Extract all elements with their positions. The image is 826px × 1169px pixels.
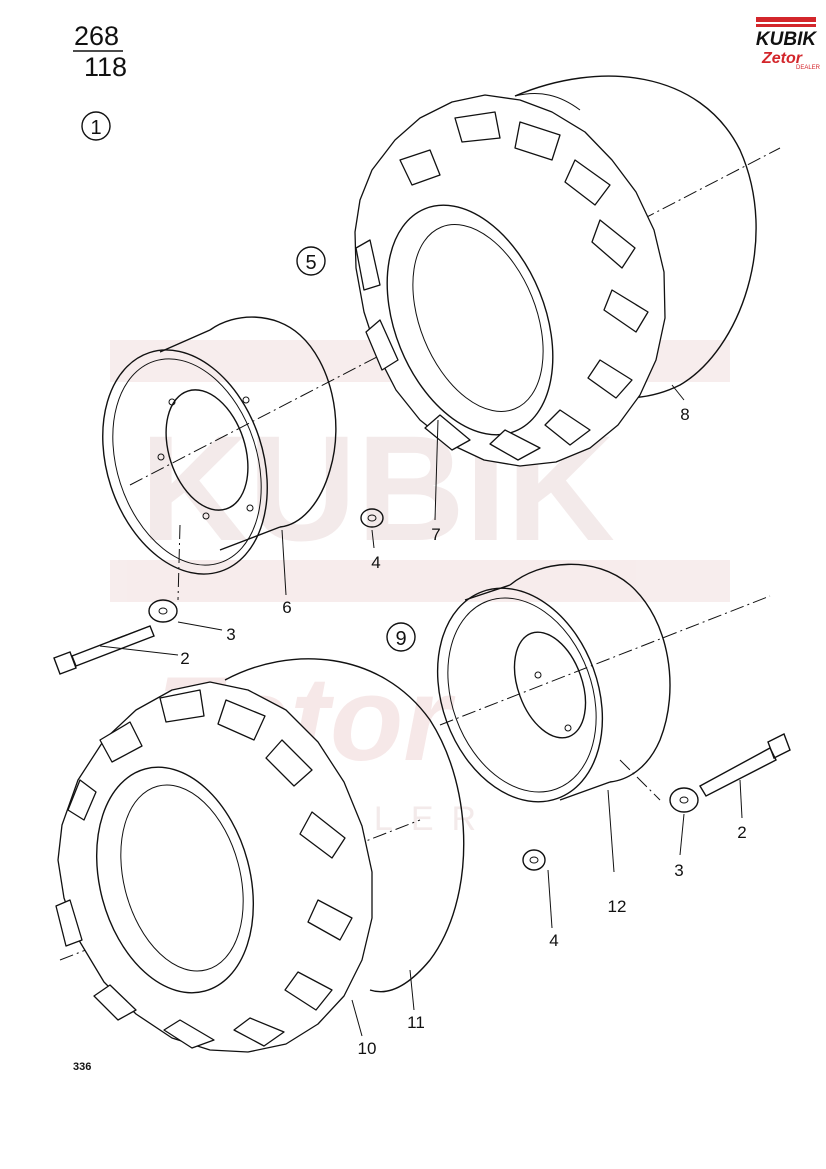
rim-lower: [436, 563, 671, 803]
logo-sub: Zetor: [761, 50, 803, 67]
rim-upper: [102, 316, 337, 575]
page-ref-top: 268: [74, 21, 119, 51]
washer-upper: [148, 599, 178, 623]
callout-nut-upper: 4: [371, 553, 380, 572]
callout-tube-lower: 11: [407, 1013, 425, 1032]
bolt-upper: [53, 625, 155, 675]
tire-upper: [354, 94, 666, 467]
callout-bolt-upper: 2: [180, 649, 189, 668]
callout-nut-lower: 4: [549, 931, 558, 950]
leader-lines: [99, 384, 743, 1037]
lower-axis-line-rim: [439, 595, 771, 726]
nut-lower: [522, 849, 546, 871]
bolt-guide-b: [619, 759, 661, 801]
page-ref-bottom: 118: [84, 52, 127, 82]
circled-ref-5: 5: [296, 246, 326, 276]
page-code: 336: [73, 1061, 91, 1073]
nut-upper: [360, 508, 384, 528]
logo-name: KUBIK: [756, 29, 817, 50]
callout-washer-upper: 3: [226, 625, 235, 644]
svg-text:5: 5: [305, 252, 316, 274]
group-number-badge: 1: [81, 111, 111, 141]
callout-washer-lower: 3: [674, 861, 683, 880]
callout-bolt-lower: 2: [737, 823, 746, 842]
kubik-zetor-logo: KUBIK Zetor DEALER: [756, 17, 821, 71]
washer-lower: [669, 787, 699, 813]
bolt-lower: [699, 733, 791, 797]
callout-labels: 4 6 7 8 3 2 4 12 3 2 10 11: [180, 405, 746, 1058]
callout-tire-upper: 7: [431, 525, 440, 544]
page-reference: 268 118: [73, 21, 127, 82]
circled-ref-9: 9: [386, 622, 416, 652]
logo-tag: DEALER: [796, 65, 821, 71]
bolt-guide-a: [177, 524, 181, 601]
inner-tube-lower: [224, 658, 465, 993]
callout-tire-lower: 10: [358, 1039, 377, 1058]
callout-rim-lower: 12: [608, 897, 627, 916]
svg-text:9: 9: [395, 628, 406, 650]
callout-rim-upper: 6: [282, 598, 291, 617]
inner-tube-upper: [514, 75, 757, 399]
callout-tube-upper: 8: [680, 405, 689, 424]
group-number: 1: [90, 117, 101, 139]
tire-lower: [55, 681, 373, 1053]
